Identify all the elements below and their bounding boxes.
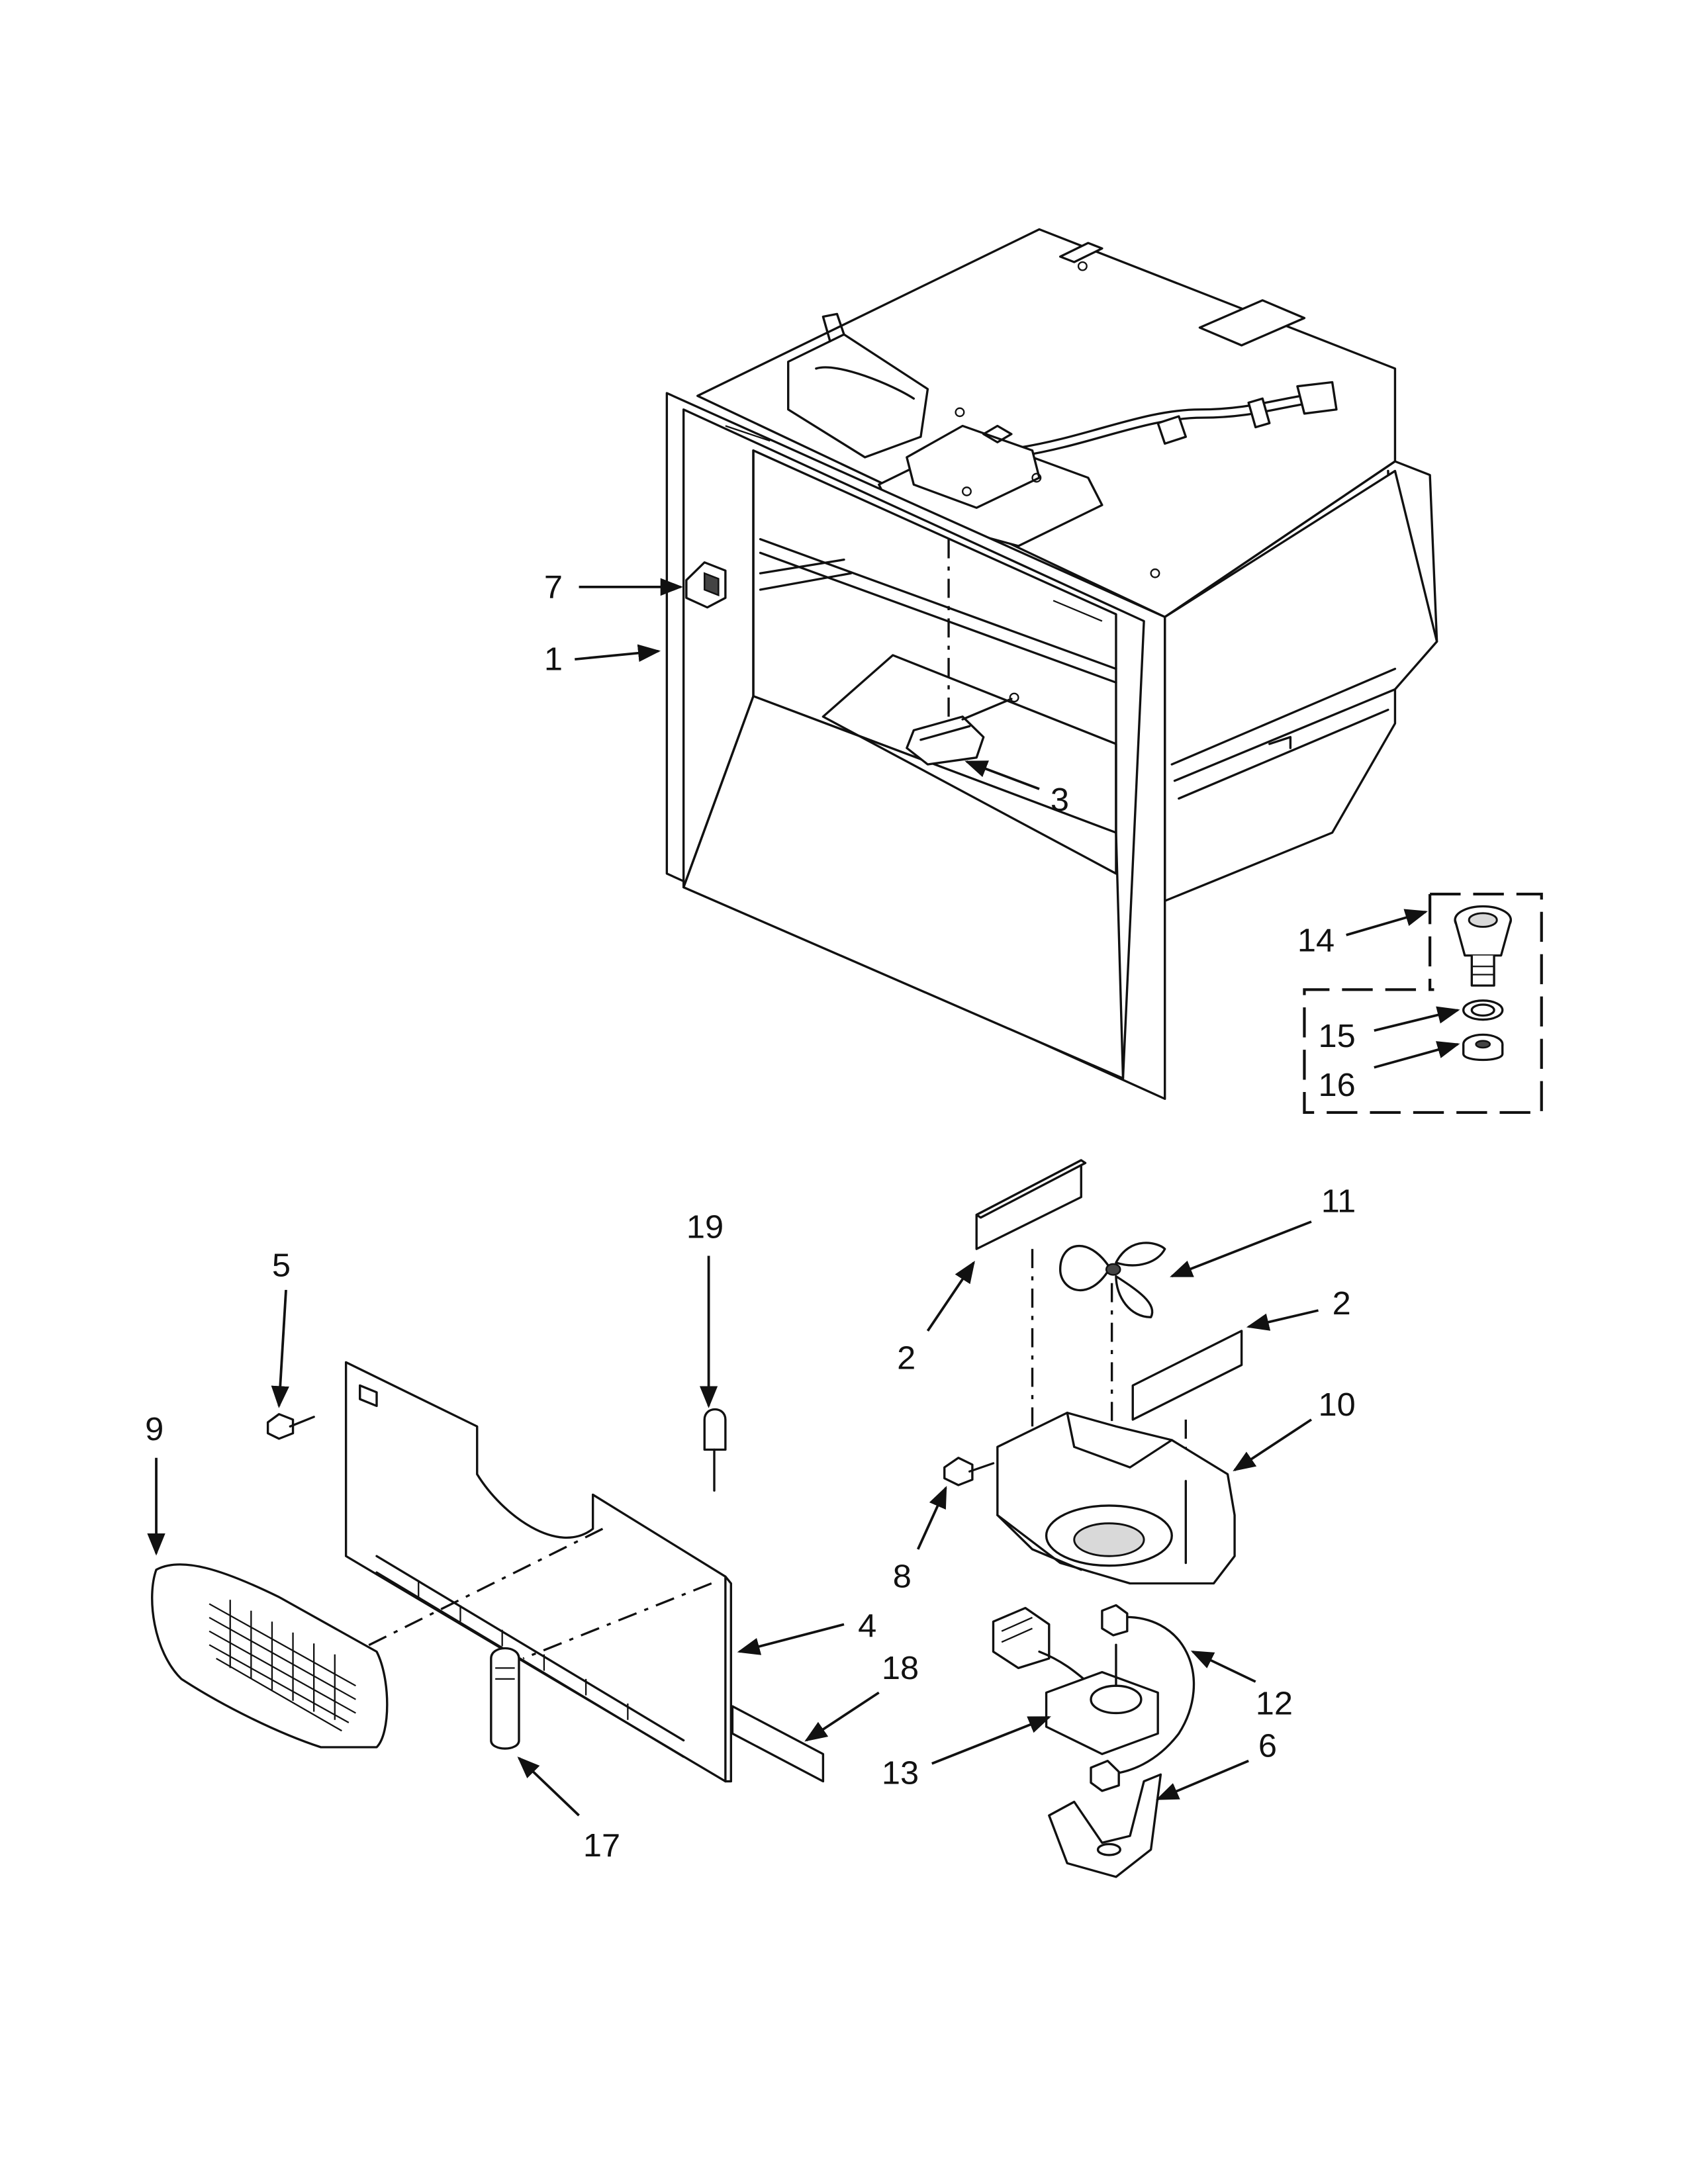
screw-8 bbox=[943, 1457, 995, 1486]
callout-label: 13 bbox=[882, 1754, 919, 1791]
callout-label: 14 bbox=[1297, 922, 1335, 958]
fan-motor-13 bbox=[992, 1606, 1159, 1755]
callout-16: 16 bbox=[1319, 1041, 1460, 1103]
screw-5 bbox=[266, 1413, 315, 1440]
callout-label: 17 bbox=[583, 1827, 620, 1863]
callout-label: 3 bbox=[1051, 782, 1069, 818]
callout-2b: 2 bbox=[1246, 1285, 1351, 1331]
callout-4: 4 bbox=[737, 1607, 876, 1655]
callout-2a: 2 bbox=[897, 1261, 975, 1377]
callout-label: 12 bbox=[1256, 1685, 1293, 1721]
callout-18: 18 bbox=[804, 1649, 919, 1742]
probe-19 bbox=[703, 1408, 727, 1492]
callout-label: 19 bbox=[686, 1208, 724, 1245]
callout-label: 4 bbox=[858, 1607, 876, 1643]
callout-14: 14 bbox=[1297, 909, 1429, 958]
callout-label: 10 bbox=[1319, 1386, 1356, 1422]
bulb-17 bbox=[490, 1647, 520, 1750]
callout-label: 11 bbox=[1321, 1183, 1356, 1219]
front-grille bbox=[151, 1563, 389, 1749]
callout-11: 11 bbox=[1170, 1183, 1356, 1278]
callout-label: 6 bbox=[1258, 1727, 1277, 1764]
cover-panel bbox=[344, 1361, 732, 1783]
callout-1: 1 bbox=[544, 641, 661, 678]
callout-9: 9 bbox=[145, 1410, 165, 1556]
callout-label: 16 bbox=[1319, 1067, 1356, 1103]
callout-10: 10 bbox=[1233, 1386, 1356, 1472]
filter-group bbox=[1303, 892, 1543, 1114]
callout-7: 7 bbox=[544, 569, 683, 605]
callout-8: 8 bbox=[893, 1486, 947, 1595]
wire-harness-12 bbox=[1090, 1604, 1196, 1792]
callout-13: 13 bbox=[882, 1715, 1051, 1792]
control-sensor bbox=[906, 692, 1019, 766]
foam-pad-2b bbox=[1131, 1330, 1243, 1421]
callout-label: 7 bbox=[544, 569, 563, 605]
callout-label: 8 bbox=[893, 1558, 912, 1594]
callout-label: 18 bbox=[882, 1649, 919, 1686]
callout-6: 6 bbox=[1156, 1727, 1277, 1801]
callout-label: 9 bbox=[145, 1410, 164, 1447]
motor-bracket-6 bbox=[1048, 1773, 1162, 1878]
callout-label: 1 bbox=[544, 641, 563, 677]
callout-19: 19 bbox=[686, 1208, 724, 1408]
callout-17: 17 bbox=[517, 1756, 620, 1864]
callout-label: 2 bbox=[1333, 1285, 1351, 1322]
fan-shroud-10 bbox=[996, 1412, 1236, 1585]
callout-3: 3 bbox=[964, 760, 1069, 818]
callout-label: 5 bbox=[272, 1247, 291, 1283]
light-switch bbox=[685, 561, 727, 609]
callout-15: 15 bbox=[1319, 1006, 1460, 1054]
callout-12: 12 bbox=[1190, 1650, 1293, 1721]
freezer-liner bbox=[665, 228, 1438, 1100]
callout-label: 15 bbox=[1319, 1017, 1356, 1054]
foam-pad-2a bbox=[975, 1159, 1087, 1250]
fan-blade-11 bbox=[1058, 1242, 1166, 1318]
gasket-strip-18 bbox=[731, 1705, 825, 1783]
callout-label: 2 bbox=[897, 1340, 915, 1376]
callout-5: 5 bbox=[271, 1247, 291, 1408]
